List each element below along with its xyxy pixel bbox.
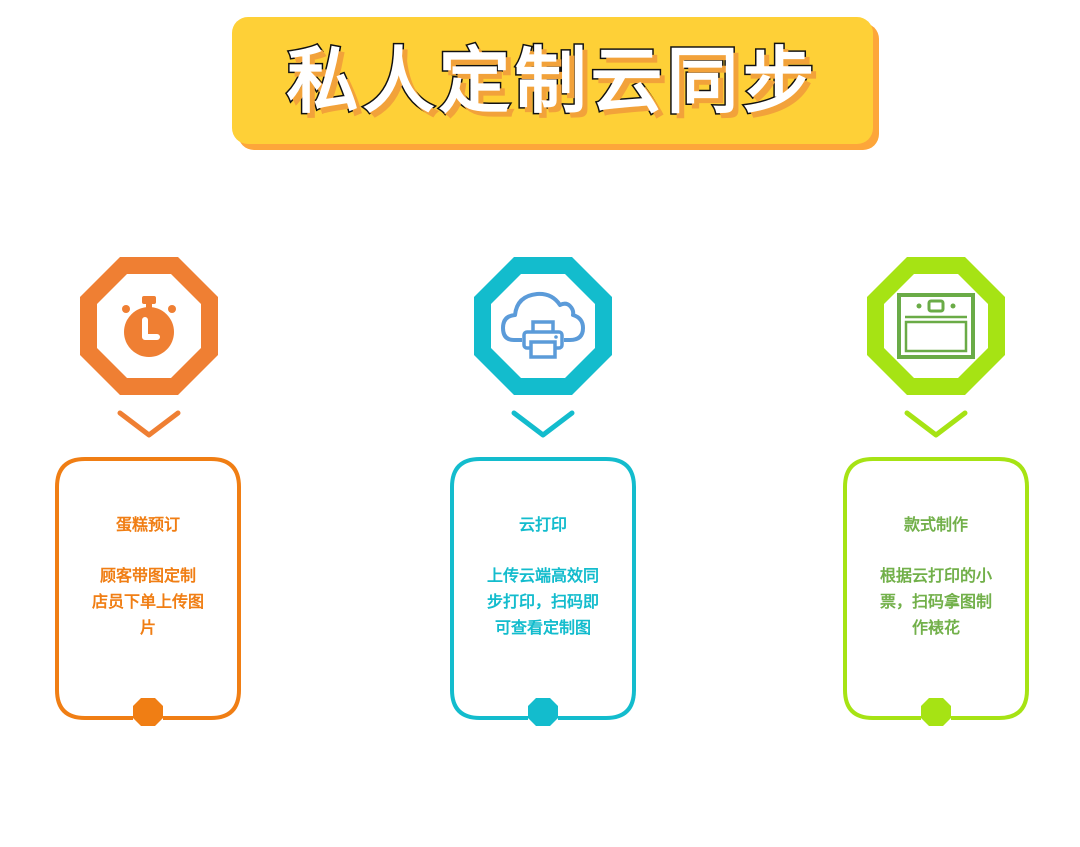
chevron-down-icon — [511, 410, 575, 438]
step-description: 顾客带图定制 店员下单上传图 片 — [91, 566, 204, 637]
step-description: 根据云打印的小 票，扫码拿图制 作裱花 — [879, 566, 992, 637]
oven-icon — [897, 293, 975, 359]
cloud-printer-icon — [501, 291, 585, 359]
chevron-down-icon — [904, 410, 968, 438]
card-frame — [55, 457, 241, 726]
step-card-lime: 款式制作 根据云打印的小 票，扫码拿图制 作裱花 — [843, 457, 1029, 726]
step-card-orange: 蛋糕预订 顾客带图定制 店员下单上传图 片 — [55, 457, 241, 726]
step-card-cyan: 云打印 上传云端高效同 步打印，扫码即 可查看定制图 — [450, 457, 636, 726]
card-frame — [843, 457, 1029, 726]
step-description: 上传云端高效同 步打印，扫码即 可查看定制图 — [486, 566, 599, 637]
step-title: 款式制作 — [903, 515, 968, 534]
step-title: 云打印 — [518, 515, 567, 534]
chevron-down-icon — [117, 410, 181, 438]
step-title: 蛋糕预订 — [115, 515, 180, 534]
title-banner: 私人定制云同步 — [232, 17, 873, 144]
stopwatch-icon — [122, 296, 176, 357]
card-frame — [450, 457, 636, 726]
page-title: 私人定制云同步 — [285, 38, 819, 123]
